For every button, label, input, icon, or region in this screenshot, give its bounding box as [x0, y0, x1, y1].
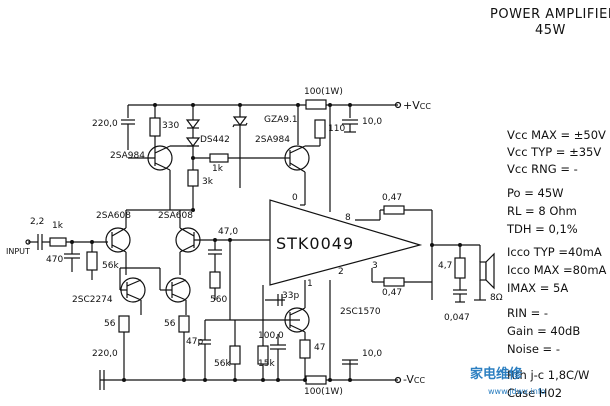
spec-rth: Rth j-c 1,8C/W — [507, 368, 590, 382]
label-r15k: 15k — [258, 359, 275, 369]
spec-rl: RL = 8 Ohm — [507, 204, 577, 218]
label-r1k-mid: 1k — [212, 164, 223, 174]
label-input: INPUT — [6, 247, 30, 256]
label-r100-top: 100(1W) — [304, 87, 343, 97]
label-c0047: 0,047 — [444, 313, 470, 323]
label-r100-bot: 100(1W) — [304, 387, 343, 397]
pin-1: 1 — [307, 279, 313, 289]
label-speaker: 8Ω — [490, 293, 503, 303]
vcc-neg-label: -VCC — [403, 373, 426, 386]
label-c47: 47,0 — [218, 227, 239, 237]
watermark-text: 家电维修 — [470, 367, 523, 382]
label-c220-top: 220,0 — [92, 119, 118, 129]
label-r47: 47 — [314, 343, 326, 353]
label-r047-b: 0,47 — [382, 288, 403, 298]
label-2sa984-a: 2SA984 — [110, 151, 145, 161]
label-r110: 110 — [328, 124, 346, 134]
spec-case: Case H02 — [507, 386, 563, 400]
label-c10-top: 10,0 — [362, 117, 383, 127]
label-c33p: 33p — [282, 291, 300, 301]
label-c100: 100,0 — [258, 331, 284, 341]
watermark-sub: www.jdwx.info — [488, 387, 546, 396]
spec-gain: Gain = 40dB — [507, 324, 581, 338]
label-r56k-in: 56k — [102, 261, 119, 271]
label-2sa608-a: 2SA608 — [96, 211, 131, 221]
label-c10-bot: 10,0 — [362, 349, 383, 359]
pin-3: 3 — [372, 261, 378, 271]
pin-0: 0 — [292, 193, 298, 203]
spec-imax: IMAX = 5A — [507, 281, 569, 295]
label-r560: 560 — [210, 295, 228, 305]
spec-vcc-typ: Vcc TYP = ±35V — [507, 145, 602, 159]
label-r047-a: 0,47 — [382, 193, 403, 203]
label-r56-b: 56 — [164, 319, 176, 329]
label-ds442: DS442 — [200, 135, 230, 145]
label-2sa984-b: 2SA984 — [255, 135, 290, 145]
spec-vcc-max: Vcc MAX = ±50V — [507, 128, 606, 142]
label-c-input: 2,2 — [30, 217, 45, 227]
spec-icco-max: Icco MAX =80mA — [507, 263, 607, 277]
label-r-input: 1k — [52, 221, 63, 231]
pin-2: 2 — [338, 267, 344, 277]
label-r56-a: 56 — [104, 319, 116, 329]
label-c220-bot: 220,0 — [92, 349, 118, 359]
vcc-pos-label: +VCC — [403, 99, 431, 112]
label-2sc1570: 2SC1570 — [340, 307, 381, 317]
spec-icco-typ: Icco TYP =40mA — [507, 245, 602, 259]
spec-po: Po = 45W — [507, 186, 564, 200]
spec-noise: Noise = - — [507, 342, 560, 356]
title-line2: 45W — [535, 23, 566, 38]
label-r47-out: 4,7 — [438, 261, 453, 271]
label-r56k-b: 56k — [214, 359, 231, 369]
ic-label: STK0049 — [276, 234, 355, 253]
label-r330: 330 — [162, 121, 180, 131]
spec-tdh: TDH = 0,1% — [507, 222, 578, 236]
spec-vcc-rng: Vcc RNG = - — [507, 162, 578, 176]
title-line1: POWER AMPLIFIER — [490, 7, 610, 22]
label-c47p: 47p — [186, 337, 204, 347]
label-r3k: 3k — [202, 177, 213, 187]
label-2sc2274: 2SC2274 — [72, 295, 113, 305]
spec-rin: RIN = - — [507, 306, 549, 320]
label-r470: 470 — [46, 255, 64, 265]
pin-8: 8 — [345, 213, 351, 223]
label-gza: GZA9.1 — [264, 115, 298, 125]
label-2sa608-b: 2SA608 — [158, 211, 193, 221]
